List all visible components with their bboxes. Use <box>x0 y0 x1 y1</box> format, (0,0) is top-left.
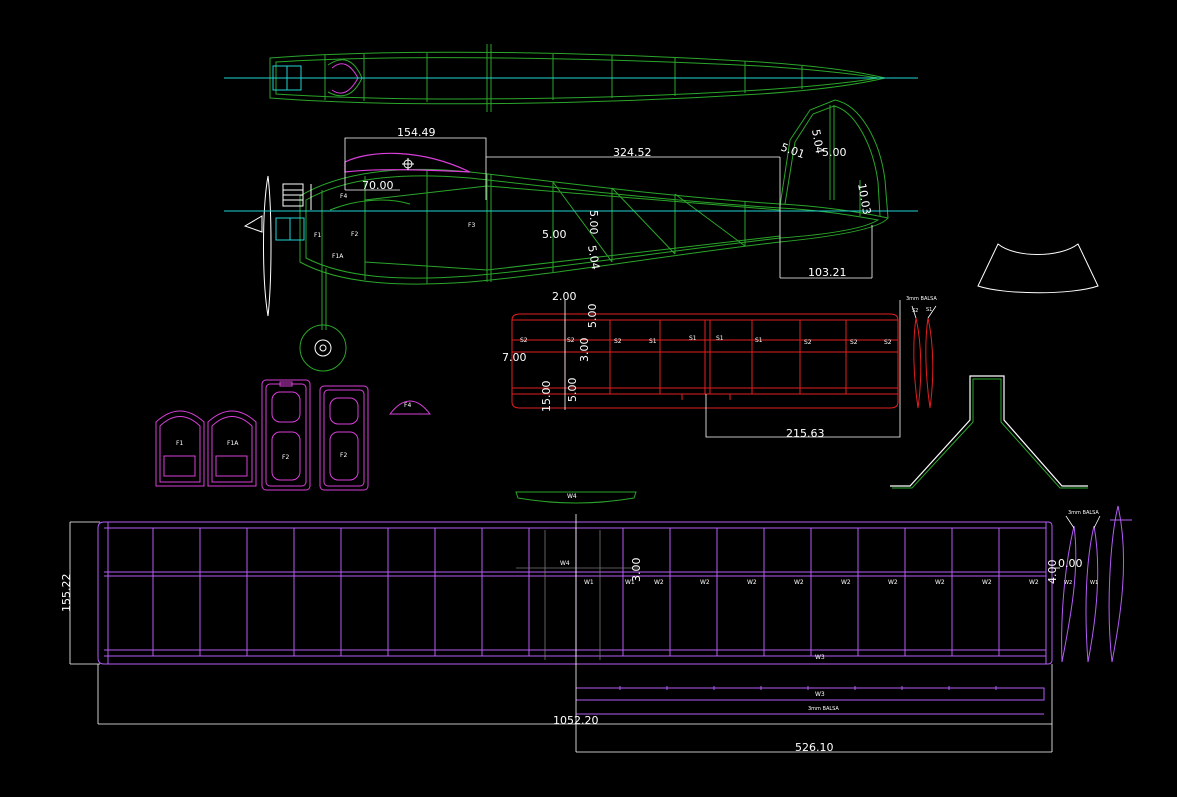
dim-7-00: 7.00 <box>502 351 527 364</box>
stabilizer-plan <box>511 313 899 409</box>
dim-10-03: 10.03 <box>855 182 873 215</box>
stabilizer-dimension-lines <box>564 300 901 438</box>
label-w1-rib: W1 <box>1090 580 1098 586</box>
formers <box>155 379 432 491</box>
canopy-side-outline <box>344 152 471 173</box>
dim-1052-20: 1052.20 <box>553 714 599 727</box>
label-s2-b: S2 <box>567 337 575 344</box>
label-s1-d: S1 <box>755 337 763 344</box>
cross-section-piece <box>977 243 1099 294</box>
landing-gear-wire <box>890 375 1088 487</box>
dim-154-49: 154.49 <box>397 126 436 139</box>
wing-dimension-lines <box>69 514 1060 753</box>
label-s2-d: S2 <box>804 339 812 346</box>
dim-5-00-vertical: 5.00 <box>587 210 600 235</box>
dim-5-00-stab-bottom: 5.00 <box>566 378 579 403</box>
dim-4-00: 4.00 <box>1046 560 1059 585</box>
stab-rib-s1 <box>925 317 934 409</box>
dim-103-21: 103.21 <box>808 266 847 279</box>
dim-3-00-wing: 3.00 <box>630 558 643 583</box>
label-f1: F1 <box>176 440 183 447</box>
label-w2-5: W2 <box>841 579 851 586</box>
wheel-outer <box>299 324 347 372</box>
label-f1-side: F1 <box>314 232 321 239</box>
label-f2-b: F2 <box>340 452 347 459</box>
dim-526-10: 526.10 <box>795 741 834 754</box>
dim-5-04-fin: 5.04 <box>809 128 826 154</box>
label-f3-side: F3 <box>468 222 475 229</box>
label-w2-7: W2 <box>935 579 945 586</box>
label-w3-spar: W3 <box>815 691 825 698</box>
label-f2-a: F2 <box>282 454 289 461</box>
label-w2-4: W2 <box>794 579 804 586</box>
fuselage-side-view <box>299 99 889 330</box>
label-w2-9: W2 <box>1029 579 1039 586</box>
wing-ribs-side <box>1061 505 1132 663</box>
label-w1-a: W1 <box>584 579 594 586</box>
label-3mm-balsa-stab: 3mm BALSA <box>906 296 937 302</box>
dim-5-00-fin: 5.00 <box>822 146 847 159</box>
label-w2-6: W2 <box>888 579 898 586</box>
label-w2-2: W2 <box>700 579 710 586</box>
wing-spar-w3 <box>576 687 1045 701</box>
label-w2-8: W2 <box>982 579 992 586</box>
wing-part-w4 <box>515 491 637 504</box>
label-w4-wing: W4 <box>560 560 570 567</box>
label-s1-c: S1 <box>716 335 724 342</box>
dim-215-63: 215.63 <box>786 427 825 440</box>
wing-centre-section <box>516 530 640 660</box>
former-f1a <box>207 410 257 487</box>
label-f1a: F1A <box>227 440 239 447</box>
motor-mount-side <box>282 183 312 210</box>
side-view-dimension-lines <box>344 137 873 279</box>
label-s2-rib: S2 <box>912 308 918 314</box>
label-f2-side: F2 <box>351 231 358 238</box>
dim-0-00: 0.00 <box>1058 557 1083 570</box>
label-s1-b: S1 <box>689 335 697 342</box>
label-3mm-balsa-wing: 3mm BALSA <box>1068 510 1099 516</box>
label-f1a-side: F1A <box>332 253 344 260</box>
wing-plan <box>97 521 1053 665</box>
dim-3-00-stab: 3.00 <box>578 338 591 363</box>
label-f4-side: F4 <box>340 193 347 200</box>
dim-70-00: 70.00 <box>362 179 394 192</box>
label-s2-c: S2 <box>614 338 622 345</box>
dim-5-04-bottom: 5.04 <box>585 244 602 270</box>
label-w2-rib: W2 <box>1064 580 1072 586</box>
former-f4 <box>388 400 432 415</box>
label-w3-wing: W3 <box>815 654 825 661</box>
wheel-hub <box>314 339 332 357</box>
label-w4-part: W4 <box>567 493 577 500</box>
dim-5-00-stab-top: 5.00 <box>586 304 599 329</box>
dim-324-52: 324.52 <box>613 146 652 159</box>
dim-15-00: 15.00 <box>540 381 553 413</box>
propeller <box>263 175 272 317</box>
label-s1-rib: S1 <box>926 307 932 313</box>
label-w2-3: W2 <box>747 579 757 586</box>
dim-2-00: 2.00 <box>552 290 577 303</box>
former-f2-a <box>261 379 311 491</box>
former-f2-b <box>319 385 369 491</box>
label-w2-1: W2 <box>654 579 664 586</box>
label-s2-e: S2 <box>850 339 858 346</box>
former-f1 <box>155 410 205 487</box>
label-s1-a: S1 <box>649 338 657 345</box>
dim-5-00-centre: 5.00 <box>542 228 567 241</box>
label-f4: F4 <box>404 402 411 409</box>
label-s2-f: S2 <box>884 339 892 346</box>
label-3mm-balsa-spar: 3mm BALSA <box>808 706 839 712</box>
label-w1-b: W1 <box>625 579 635 586</box>
label-s2-a: S2 <box>520 337 528 344</box>
stab-rib-s2 <box>913 317 922 409</box>
dim-155-22: 155.22 <box>60 574 73 613</box>
